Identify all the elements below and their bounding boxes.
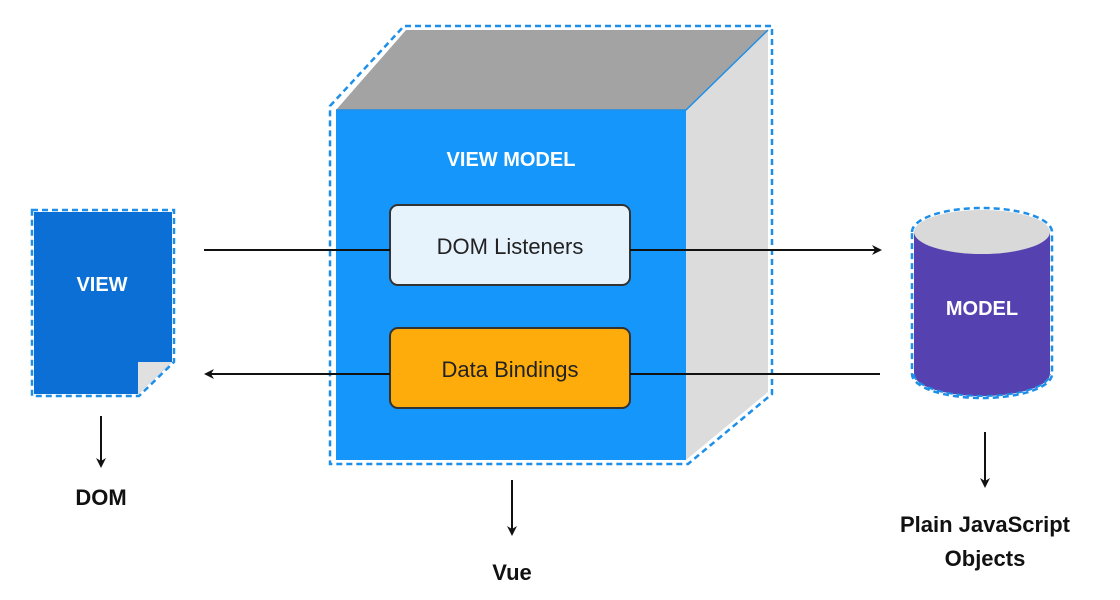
dom-caption: DOM [75, 485, 126, 510]
cylinder-top [914, 210, 1050, 254]
view-node: VIEW [30, 208, 176, 398]
view-label: VIEW [76, 274, 127, 296]
view-dashed-outline [30, 208, 176, 398]
cube-side-face [686, 30, 768, 460]
dom-listeners-label: DOM Listeners [437, 234, 584, 259]
model-caption-line2: Objects [945, 546, 1026, 571]
cube-top-face [336, 30, 768, 110]
dom-listeners-rect [389, 204, 631, 286]
dom-listeners-box: DOM Listeners [389, 204, 631, 286]
view-model-node: VIEW MODEL [328, 24, 774, 466]
cube-dashed-outline [328, 24, 774, 466]
view-document-shape [34, 212, 172, 394]
model-node: MODEL [910, 206, 1054, 400]
cylinder-dashed-outline [910, 206, 1054, 400]
data-bindings-box: Data Bindings [389, 327, 631, 409]
data-bindings-label: Data Bindings [442, 357, 579, 382]
data-bindings-rect [389, 327, 631, 409]
model-label: MODEL [946, 298, 1018, 320]
cube-front-edge [336, 29, 769, 111]
vue-caption: Vue [492, 560, 532, 585]
cylinder-bottom-rim [913, 373, 1051, 397]
view-page-fold [138, 362, 172, 394]
view-model-label: VIEW MODEL [447, 149, 576, 171]
model-caption-line1: Plain JavaScript [900, 512, 1071, 537]
cylinder-body [914, 232, 1050, 396]
